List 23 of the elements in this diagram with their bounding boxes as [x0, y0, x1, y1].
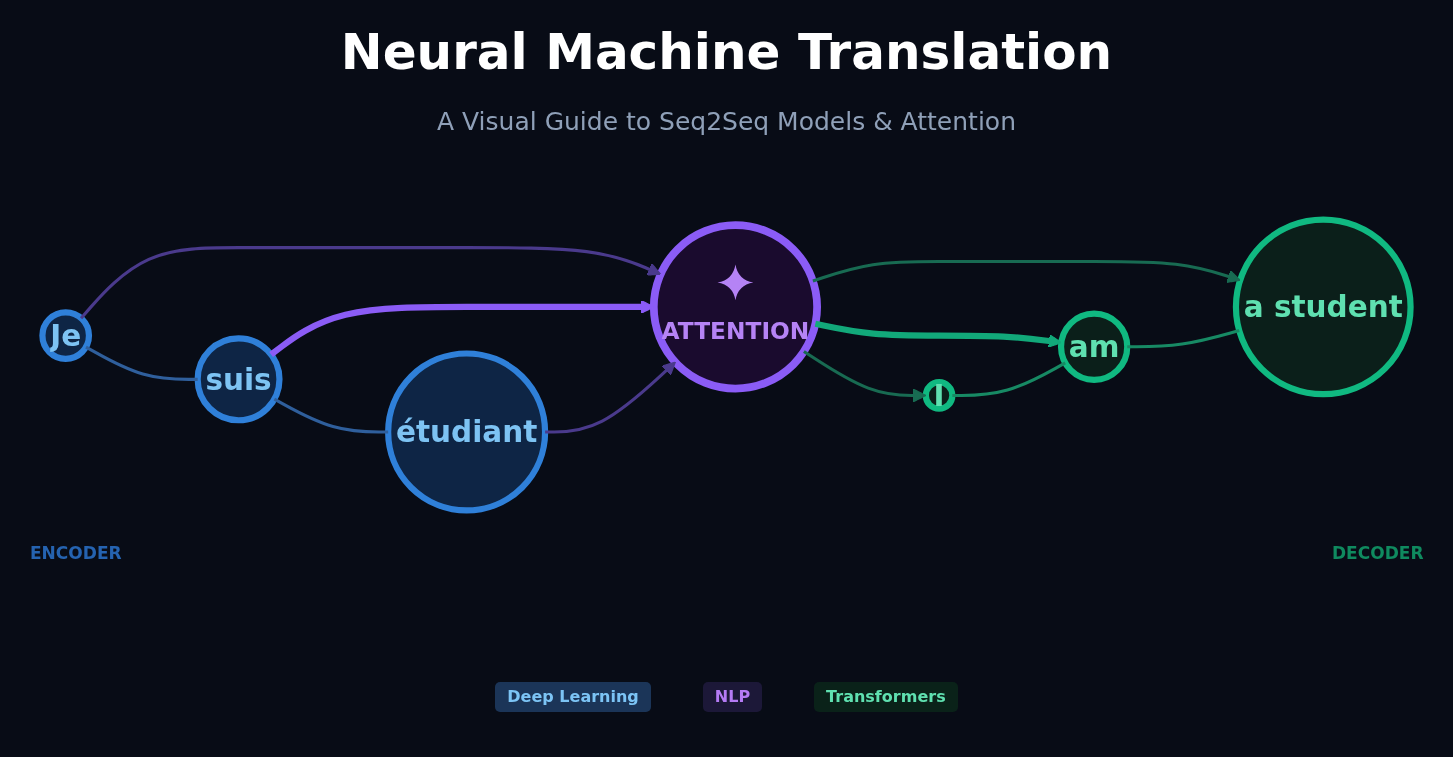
connector-line	[1127, 329, 1240, 349]
decoder-word-node: am	[1057, 310, 1131, 383]
arrow	[814, 320, 1062, 348]
section-label: ENCODER	[30, 542, 122, 565]
arrow	[803, 350, 927, 403]
connector-line	[952, 361, 1066, 397]
attention-node: ATTENTION	[649, 221, 821, 393]
section-label: DECODER	[1332, 542, 1424, 565]
topic-tag: NLP	[702, 682, 763, 712]
arrow	[79, 246, 662, 320]
encoder-word-node: Je	[39, 309, 93, 362]
encoder-word-node: étudiant	[385, 350, 549, 514]
arrow	[812, 259, 1241, 283]
connector-line	[273, 397, 389, 434]
topic-tag: Transformers	[814, 682, 958, 712]
connector-line	[85, 345, 198, 381]
diagram-title: Neural Machine Translation	[340, 22, 1113, 82]
topic-tag: Deep Learning	[495, 682, 651, 712]
encoder-word-node: suis	[194, 335, 283, 424]
diagram-subtitle: A Visual Guide to Seq2Seq Models & Attention	[437, 106, 1016, 138]
decoder-word-node: a student	[1232, 216, 1414, 398]
decoder-word-node: I	[922, 378, 956, 413]
arrow	[545, 361, 676, 434]
